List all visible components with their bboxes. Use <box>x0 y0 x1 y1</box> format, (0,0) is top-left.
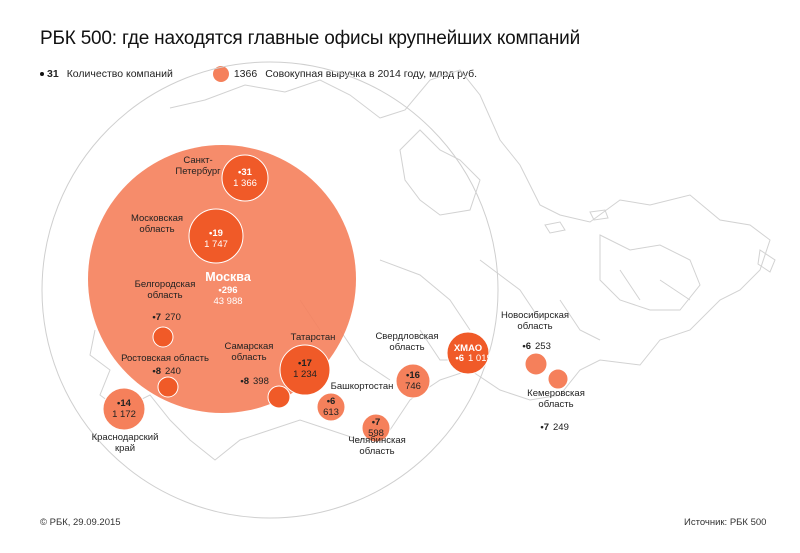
region-frame-circle <box>41 61 499 519</box>
revenue-челябинская-область: 598 <box>368 428 384 439</box>
revenue-ростовская-область: 240 <box>165 366 181 377</box>
legend-count-value: 31 <box>47 68 59 80</box>
bubble-новосибирская-область <box>524 352 548 376</box>
bubbles-layer <box>88 145 569 443</box>
label-санкт-петербург: Санкт-Петербург <box>175 155 221 177</box>
revenue-хмао: 1 019 <box>468 353 492 364</box>
label-хмао: ХМАО <box>454 343 482 354</box>
revenue-москва: 43 988 <box>213 296 242 307</box>
count-краснодарский-край: •14 <box>117 398 132 409</box>
revenue-московская-область: 1 747 <box>204 239 228 250</box>
revenue-санкт-петербург: 1 366 <box>233 178 257 189</box>
map-region-lines <box>299 259 691 381</box>
legend-revenue-label: Совокупная выручка в 2014 году, млрд руб… <box>265 68 478 80</box>
legend: 31 Количество компаний 1366 Совокупная в… <box>40 66 477 82</box>
bubble-челябинская-область <box>361 413 391 443</box>
count-ростовская-область: •8 <box>152 366 161 377</box>
bubble-санкт-петербург <box>221 154 269 202</box>
bubble-самарская-область <box>267 385 291 409</box>
bubble-свердловская-область <box>395 363 431 399</box>
label-ростовская-область: Ростовская область <box>121 353 209 364</box>
bubble-ростовская-область <box>157 376 179 398</box>
bubble-татарстан <box>279 344 331 396</box>
count-санкт-петербург: •31 <box>238 167 253 178</box>
bubble-краснодарский-край <box>102 387 146 431</box>
count-белгородская-область: •7 <box>152 312 161 323</box>
map-islands <box>544 209 776 273</box>
legend-count-label: Количество компаний <box>66 68 173 80</box>
count-московская-область: •19 <box>209 228 223 239</box>
count-хмао: •6 <box>455 353 464 364</box>
map-outline-main <box>89 69 771 461</box>
copyright: © РБК, 29.09.2015 <box>40 517 121 528</box>
label-башкортостан: Башкортостан <box>331 381 394 392</box>
legend-count-dot <box>40 72 44 76</box>
count-башкортостан: •6 <box>327 396 336 407</box>
legend-revenue-circle <box>212 66 229 82</box>
bubble-кемеровская-область <box>547 368 569 390</box>
count-челябинская-область: •7 <box>372 417 381 428</box>
revenue-краснодарский-край: 1 172 <box>112 409 136 420</box>
count-свердловская-область: •16 <box>406 370 420 381</box>
map-outline-east <box>599 234 701 311</box>
revenue-кемеровская-область: 249 <box>553 422 569 433</box>
count-новосибирская-область: •6 <box>522 341 531 352</box>
count-кемеровская-область: •7 <box>540 422 549 433</box>
revenue-татарстан: 1 234 <box>293 369 317 380</box>
revenue-свердловская-область: 746 <box>405 381 421 392</box>
bubble-белгородская-область <box>152 326 174 348</box>
bubble-московская-область <box>188 208 244 264</box>
source: Источник: РБК 500 <box>684 517 767 528</box>
count-москва: •296 <box>218 285 237 296</box>
revenue-самарская-область: 398 <box>253 376 269 387</box>
bubble-москва <box>88 145 356 413</box>
count-самарская-область: •8 <box>240 376 249 387</box>
label-москва: Москва <box>205 270 252 284</box>
revenue-башкортостан: 613 <box>323 407 339 418</box>
chart-title: РБК 500: где находятся главные офисы кру… <box>40 28 580 49</box>
count-татарстан: •17 <box>298 358 312 369</box>
legend-revenue-value: 1366 <box>233 68 258 80</box>
map-outline-north <box>399 129 481 216</box>
bubble-башкортостан <box>316 392 346 422</box>
revenue-новосибирская-область: 253 <box>535 341 551 352</box>
revenue-белгородская-область: 270 <box>165 312 181 323</box>
bubble-хмао <box>446 331 490 375</box>
label-татарстан: Татарстан <box>291 332 336 343</box>
